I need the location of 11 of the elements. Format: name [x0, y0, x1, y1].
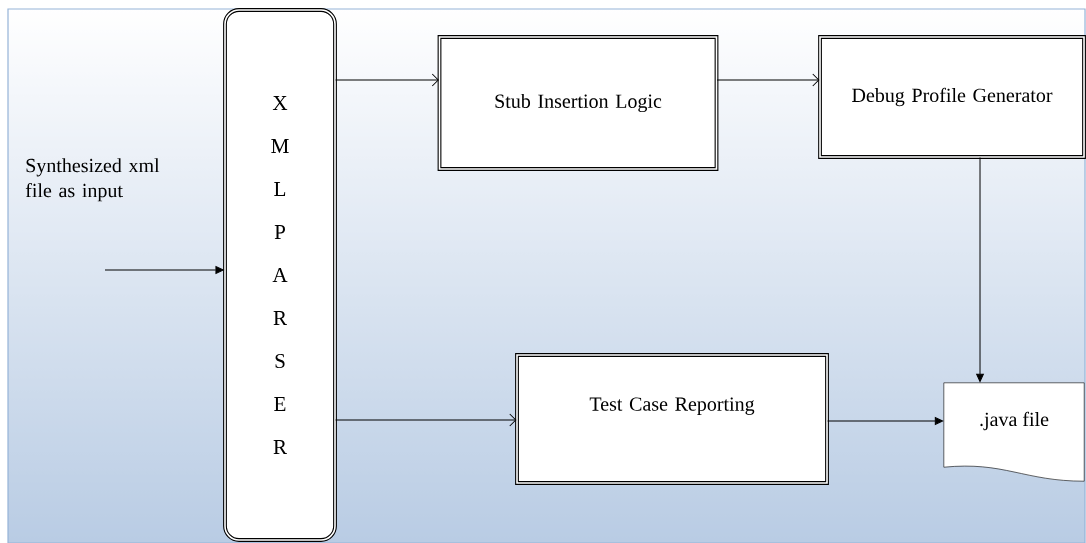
arrow	[335, 413, 517, 427]
arrow	[335, 73, 439, 87]
process-box: Test Case Reporting	[515, 353, 829, 485]
input-label: Synthesized xml file as input	[25, 158, 160, 202]
arrow	[716, 73, 820, 87]
arrow	[976, 157, 984, 383]
arrow	[104, 266, 224, 274]
parser-box: XML PARSER	[223, 8, 337, 542]
process-box: Stub Insertion Logic	[437, 35, 719, 171]
arrow	[827, 417, 944, 425]
process-box: Debug Profile Generator	[818, 35, 1086, 159]
